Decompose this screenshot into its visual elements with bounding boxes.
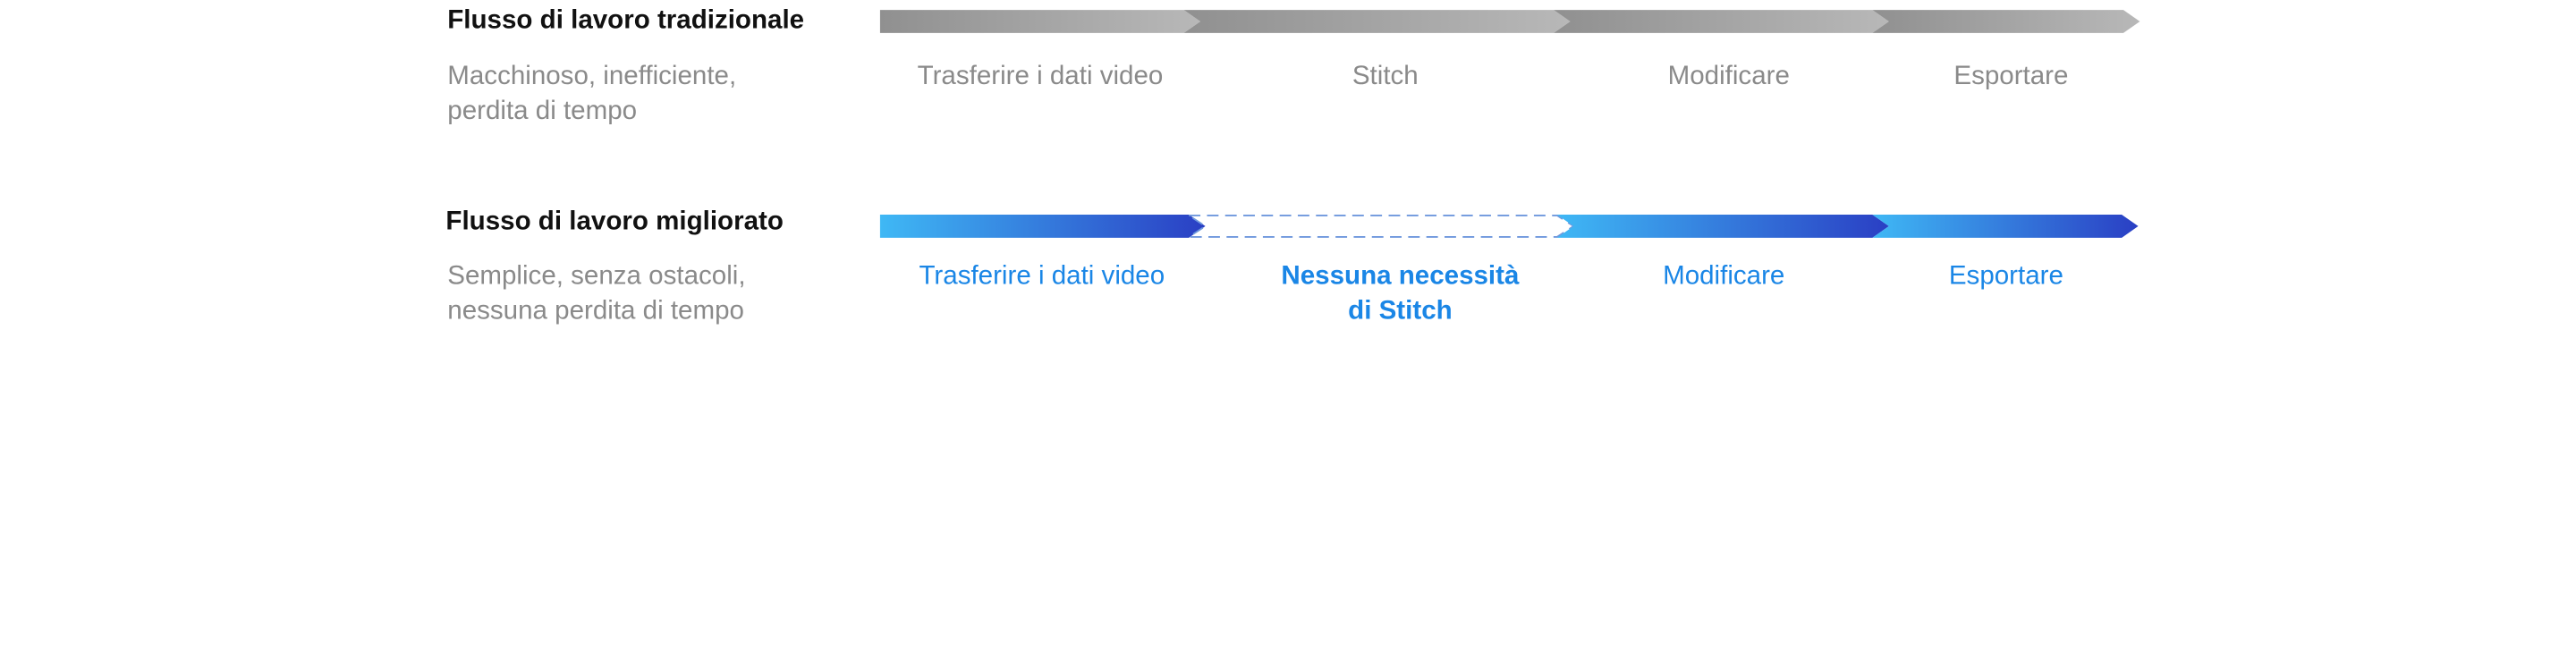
improved-workflow-title: Flusso di lavoro migliorato [445, 207, 784, 236]
improved-desc-line-1: Semplice, senza ostacoli, [447, 262, 746, 291]
improved-step-no-stitch: Nessuna necessità di Stitch [1281, 259, 1519, 329]
improved-step-edit: Modificare [1663, 262, 1785, 291]
traditional-step-edit: Modificare [1667, 63, 1790, 91]
traditional-workflow-description: Macchinoso, inefficiente, perdita di tem… [447, 59, 843, 129]
traditional-workflow-arrows [879, 10, 2140, 33]
improved-workflow-description: Semplice, senza ostacoli, nessuna perdit… [447, 259, 843, 329]
improved-arrow-edit [1556, 214, 1889, 238]
improved-step-transfer: Trasferire i dati video [919, 262, 1165, 291]
improved-arrow-transfer [879, 214, 1206, 238]
traditional-step-transfer: Trasferire i dati video [917, 63, 1164, 91]
traditional-desc-line-2: perdita di tempo [447, 97, 638, 126]
improved-desc-line-2: nessuna perdita di tempo [447, 297, 744, 326]
traditional-arrow-transfer [879, 10, 1201, 33]
traditional-arrow-export [1872, 10, 2140, 33]
traditional-workflow-title: Flusso di lavoro tradizionale [447, 6, 805, 35]
traditional-arrow-stitch [1183, 10, 1571, 33]
traditional-step-export: Esportare [1953, 63, 2069, 91]
improved-arrow-export [1872, 214, 2139, 238]
improved-arrow-no-stitch [1186, 214, 1575, 238]
improved-step-export: Esportare [1948, 262, 2063, 291]
traditional-desc-line-1: Macchinoso, inefficiente, [447, 63, 737, 91]
improved-no-stitch-line-1: Nessuna necessità [1281, 262, 1520, 291]
traditional-arrow-edit [1554, 10, 1889, 33]
traditional-step-stitch: Stitch [1352, 63, 1419, 91]
improved-no-stitch-line-2: di Stitch [1348, 297, 1453, 326]
improved-workflow-arrows [879, 214, 2139, 238]
